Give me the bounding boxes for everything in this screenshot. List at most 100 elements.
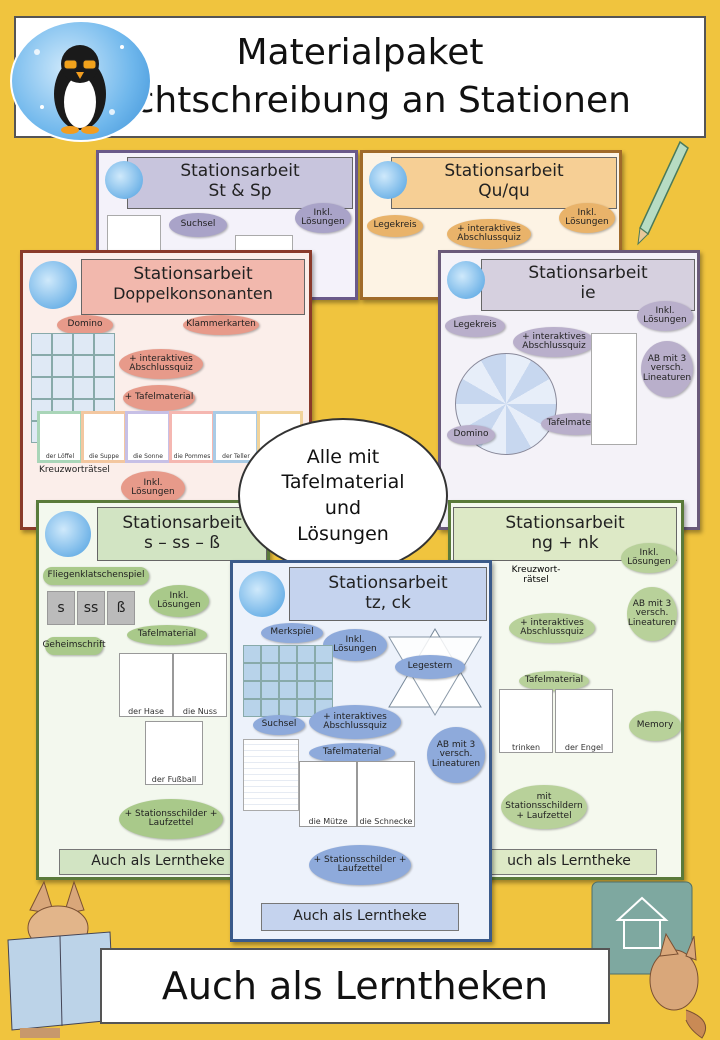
bubble-line: und bbox=[324, 497, 362, 519]
pencil-icon bbox=[630, 138, 690, 248]
card-tz-subtitle: tz, ck bbox=[365, 592, 411, 613]
word-card: die Mütze bbox=[299, 761, 357, 827]
pill-tafelmaterial: Tafelmaterial bbox=[519, 671, 589, 691]
pill-inkl-loesungen: Inkl. Lösungen bbox=[323, 629, 387, 661]
card-s-subtitle: s – ss – ß bbox=[144, 532, 220, 553]
lerntheke-banner: uch als Lerntheke bbox=[481, 849, 657, 875]
pill-stationsschilder: + Stationsschilder + Laufzettel bbox=[309, 845, 411, 885]
pill-inkl-loesungen: Inkl. Lösungen bbox=[621, 543, 677, 573]
page-title: Materialpaket bbox=[236, 32, 484, 73]
memory-card bbox=[279, 681, 297, 699]
word-card: die Pommes bbox=[169, 411, 215, 463]
memory-card bbox=[279, 645, 297, 663]
label-kreuzwortraetsel: Kreuzworträtsel bbox=[39, 465, 110, 475]
pill-merkspiel: Merkspiel bbox=[261, 623, 323, 643]
memory-card bbox=[243, 663, 261, 681]
penguin-icon bbox=[29, 261, 77, 309]
memory-card bbox=[261, 681, 279, 699]
memory-card bbox=[297, 681, 315, 699]
memory-card bbox=[261, 645, 279, 663]
penguin-icon bbox=[447, 261, 485, 299]
letter-card: s bbox=[47, 591, 75, 625]
domino-tile bbox=[73, 333, 94, 355]
pill-quiz: + interaktives Abschlussquiz bbox=[513, 327, 595, 357]
lerntheke-banner: Auch als Lerntheke bbox=[59, 849, 257, 875]
card-ie-header: Stationsarbeit ie bbox=[481, 259, 695, 311]
word-card: die Schnecke bbox=[357, 761, 415, 827]
card-qu-qu-header: Stationsarbeit Qu/qu bbox=[391, 157, 617, 209]
domino-tile bbox=[31, 377, 52, 399]
card-ie-title: Stationsarbeit bbox=[528, 263, 648, 283]
memory-card bbox=[279, 663, 297, 681]
pill-legekreis: Legekreis bbox=[367, 215, 423, 237]
pill-domino: Domino bbox=[447, 425, 495, 445]
penguin-icon bbox=[239, 571, 285, 617]
word-card: die Suppe bbox=[81, 411, 127, 463]
pill-domino: Domino bbox=[57, 315, 113, 335]
memory-card bbox=[297, 645, 315, 663]
card-ng-nk: Stationsarbeit ng + nk Kreuzwort-rätsel … bbox=[448, 500, 684, 880]
domino-tile bbox=[94, 355, 115, 377]
word-card: die Sonne bbox=[125, 411, 171, 463]
suchsel-sheet bbox=[243, 739, 299, 811]
card-ng-header: Stationsarbeit ng + nk bbox=[453, 507, 677, 561]
merkspiel-grid bbox=[243, 645, 333, 717]
card-doppel-header: Stationsarbeit Doppelkonsonanten bbox=[81, 259, 305, 315]
page-subtitle: Rechtschreibung an Stationen bbox=[89, 80, 631, 121]
memory-card bbox=[243, 645, 261, 663]
memory-card bbox=[315, 645, 333, 663]
card-qu-qu-subtitle: Qu/qu bbox=[478, 180, 530, 201]
pill-quiz: + interaktives Abschlussquiz bbox=[447, 219, 531, 249]
word-card: der Hase bbox=[119, 653, 173, 717]
label-kreuzwortraetsel: Kreuzwort-rätsel bbox=[511, 565, 561, 585]
card-qu-qu: Stationsarbeit Qu/qu Legekreis Inkl. Lös… bbox=[360, 150, 622, 300]
penguin-icon bbox=[45, 511, 91, 557]
card-qu-qu-title: Stationsarbeit bbox=[444, 161, 564, 181]
penguin-logo-icon bbox=[10, 20, 152, 142]
pill-legekreis: Legekreis bbox=[445, 315, 505, 337]
card-ng-subtitle: ng + nk bbox=[531, 532, 599, 553]
pill-ab-lineaturen: AB mit 3 versch. Lineaturen bbox=[641, 341, 693, 397]
card-doppel-title: Stationsarbeit bbox=[133, 264, 253, 284]
pill-quiz: + interaktives Abschlussquiz bbox=[309, 705, 401, 739]
domino-tile bbox=[52, 333, 73, 355]
pill-inkl-loesungen: Inkl. Lösungen bbox=[637, 301, 693, 331]
fox-reading-book-icon bbox=[0, 880, 120, 1040]
card-st-sp-title: Stationsarbeit bbox=[180, 161, 300, 181]
card-tz-ck: Stationsarbeit tz, ck Merkspiel Inkl. Lö… bbox=[230, 560, 492, 942]
pill-suchsel: Suchsel bbox=[169, 213, 227, 237]
pill-suchsel: Suchsel bbox=[253, 715, 305, 735]
letter-card: ß bbox=[107, 591, 135, 625]
penguin-icon bbox=[105, 161, 143, 199]
word-card: die Nuss bbox=[173, 653, 227, 717]
card-s-title: Stationsarbeit bbox=[122, 513, 242, 533]
bubble-line: Alle mit bbox=[306, 445, 380, 468]
pill-tafelmaterial: + Tafelmaterial bbox=[123, 385, 195, 411]
pill-inkl-loesungen: Inkl. Lösungen bbox=[121, 471, 185, 505]
domino-tile bbox=[94, 377, 115, 399]
bubble-line: Lösungen bbox=[297, 522, 389, 545]
pill-ab-lineaturen: AB mit 3 versch. Lineaturen bbox=[427, 727, 485, 783]
card-ie: Stationsarbeit ie Legekreis Inkl. Lösung… bbox=[438, 250, 700, 530]
letter-card: ss bbox=[77, 591, 105, 625]
word-card: der Fußball bbox=[145, 721, 203, 785]
domino-tile bbox=[31, 333, 52, 355]
pill-quiz: + interaktives Abschlussquiz bbox=[119, 349, 203, 379]
memory-card bbox=[261, 663, 279, 681]
pill-stationsschilder: + Stationsschilder + Laufzettel bbox=[119, 799, 223, 839]
memory-card bbox=[297, 663, 315, 681]
domino-tile bbox=[73, 377, 94, 399]
card-tz-title: Stationsarbeit bbox=[328, 573, 448, 593]
word-card: der Engel bbox=[555, 689, 613, 753]
card-st-sp-header: Stationsarbeit St & Sp bbox=[127, 157, 353, 209]
domino-tile bbox=[52, 355, 73, 377]
domino-tile bbox=[31, 355, 52, 377]
pill-legestern: Legestern bbox=[395, 655, 465, 679]
label-geheimschrift: Geheimschrift bbox=[42, 637, 106, 655]
memory-card bbox=[315, 681, 333, 699]
pill-ab-lineaturen: AB mit 3 versch. Lineaturen bbox=[627, 587, 677, 641]
pill-stationsschilder: mit Stationsschildern + Laufzettel bbox=[501, 785, 587, 829]
memory-card bbox=[243, 699, 261, 717]
word-card: der Löffel bbox=[37, 411, 83, 463]
